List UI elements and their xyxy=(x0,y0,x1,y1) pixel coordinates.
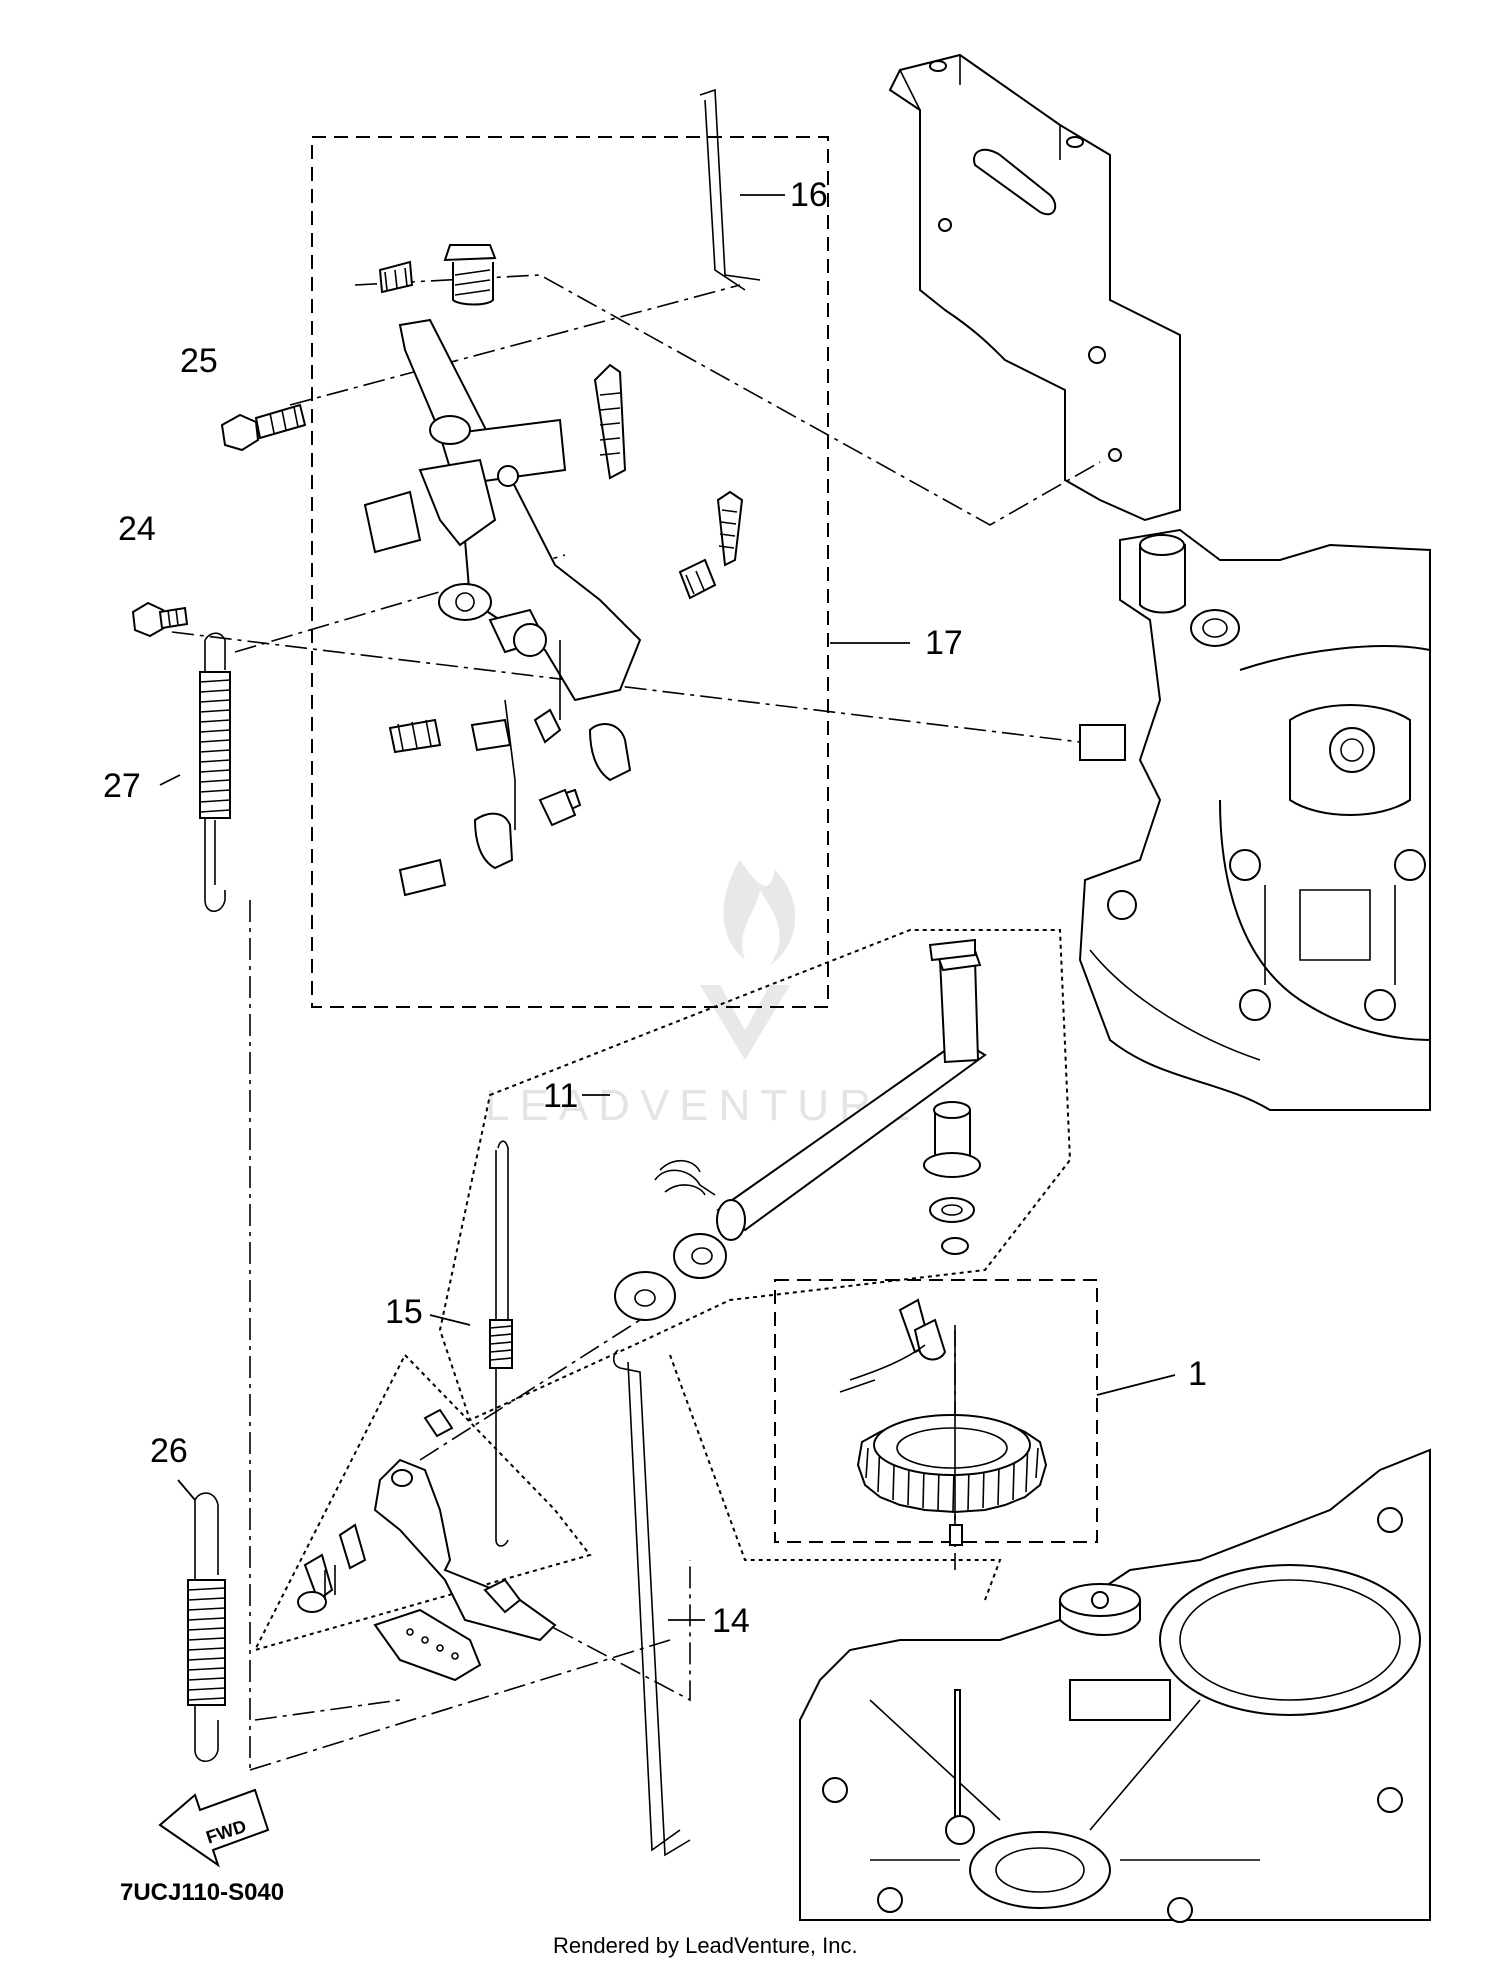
part-16-rod xyxy=(699,88,761,291)
callout-17: 17 xyxy=(925,624,963,662)
part-26-spring xyxy=(187,1492,226,1763)
group-outline-1 xyxy=(774,1279,1098,1543)
callout-16: 16 xyxy=(790,176,828,214)
callout-11: 11 xyxy=(543,1077,578,1115)
part-17-control-assembly xyxy=(363,244,744,897)
part-11-governor-shaft xyxy=(614,938,987,1321)
part-27-spring xyxy=(199,632,231,913)
callout-1: 1 xyxy=(1188,1355,1207,1393)
render-credit: Rendered by LeadVenture, Inc. xyxy=(553,1933,858,1958)
group-outline-11 xyxy=(438,929,1072,1422)
callouts: 16 25 24 17 27 11 15 1 26 14 xyxy=(103,176,1207,1640)
crankcase-cover xyxy=(799,1448,1431,1923)
callout-15: 15 xyxy=(385,1293,423,1331)
callout-25: 25 xyxy=(180,342,218,380)
engine-block-upper xyxy=(1078,528,1431,1111)
watermark-v-icon xyxy=(700,985,790,1060)
group-outline-14 xyxy=(669,1354,1002,1601)
bracket-plate xyxy=(888,53,1181,522)
callout-14: 14 xyxy=(712,1602,750,1640)
diagram-reference-code: 7UCJ110-S040 xyxy=(120,1879,284,1906)
governor-lever xyxy=(297,1458,557,1682)
callout-27: 27 xyxy=(103,767,141,805)
callout-26: 26 xyxy=(150,1432,188,1470)
part-24-bolt xyxy=(131,601,189,638)
part-1-governor-gear xyxy=(839,1298,1048,1546)
leader-lines xyxy=(159,194,1176,1621)
fwd-arrow-icon: FWD xyxy=(158,1788,270,1868)
part-14-link-rod xyxy=(612,1349,691,1857)
assembly-lines xyxy=(171,274,1101,1771)
callout-24: 24 xyxy=(118,510,156,548)
watermark-logo-icon xyxy=(723,860,796,965)
part-15-spring-rod xyxy=(423,1140,513,1547)
watermark-text: LEADVENTURE xyxy=(485,1081,920,1130)
group-outline-17 xyxy=(311,136,829,1008)
part-25-bolt xyxy=(220,403,307,452)
group-outline-15 xyxy=(253,1353,592,1652)
